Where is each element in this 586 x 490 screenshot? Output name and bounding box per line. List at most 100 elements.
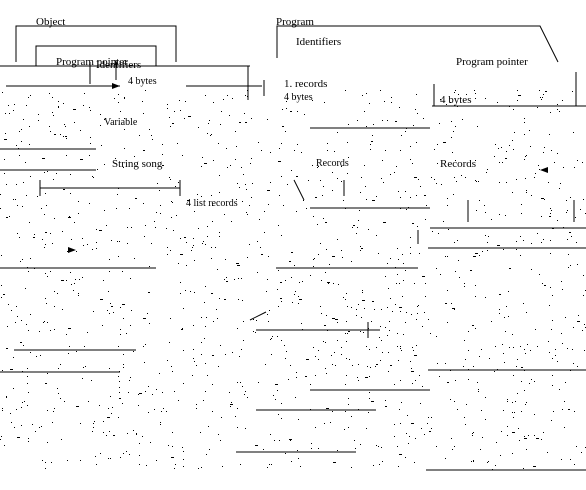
noise-speck	[93, 311, 94, 312]
noise-speck	[240, 122, 241, 123]
noise-speck	[109, 259, 110, 260]
noise-speck	[52, 112, 53, 113]
noise-speck	[455, 380, 456, 381]
noise-speck	[118, 376, 119, 377]
noise-speck	[124, 98, 125, 99]
noise-speck	[18, 148, 19, 149]
noise-speck	[211, 258, 212, 259]
noise-speck	[405, 457, 406, 458]
noise-speck	[218, 143, 219, 144]
noise-speck	[148, 292, 150, 293]
noise-speck	[391, 97, 392, 98]
noise-speck	[26, 195, 27, 196]
noise-speck	[372, 135, 373, 136]
noise-speck	[348, 157, 349, 158]
noise-speck	[583, 199, 584, 200]
noise-speck	[420, 186, 421, 187]
noise-speck	[286, 101, 287, 102]
noise-speck	[451, 137, 452, 138]
noise-speck	[21, 425, 22, 426]
noise-speck	[308, 180, 309, 181]
noise-speck	[327, 150, 328, 151]
noise-speck	[345, 411, 346, 412]
noise-speck	[410, 237, 411, 238]
noise-speck	[160, 424, 161, 425]
noise-speck	[370, 367, 371, 368]
noise-speck	[495, 144, 496, 145]
noise-speck	[343, 297, 344, 298]
noise-speck	[266, 291, 267, 292]
noise-speck	[318, 448, 319, 449]
noise-speck	[183, 308, 184, 309]
noise-speck	[11, 310, 12, 311]
noise-speck	[376, 196, 377, 197]
noise-speck	[395, 304, 396, 305]
noise-speck	[285, 131, 286, 132]
noise-speck	[332, 318, 335, 319]
noise-speck	[180, 282, 181, 283]
arrow-heads	[68, 83, 548, 253]
noise-speck	[143, 203, 144, 204]
noise-speck	[45, 193, 46, 194]
noise-speck	[180, 254, 183, 255]
noise-speck	[68, 217, 71, 218]
noise-speck	[45, 232, 47, 233]
noise-speck	[298, 303, 299, 304]
noise-speck	[303, 200, 304, 201]
noise-speck	[201, 166, 202, 167]
noise-speck	[219, 236, 220, 237]
noise-speck	[361, 317, 362, 318]
noise-speck	[172, 371, 173, 372]
noise-speck	[138, 394, 139, 395]
noise-speck	[338, 284, 339, 285]
noise-speck	[294, 294, 295, 295]
noise-speck	[269, 464, 270, 465]
noise-speck	[120, 307, 121, 308]
noise-speck	[533, 466, 536, 467]
noise-speck	[58, 106, 59, 107]
noise-speck	[223, 99, 224, 100]
noise-speck	[325, 272, 326, 273]
noise-speck	[302, 329, 303, 330]
noise-speck	[313, 259, 314, 260]
noise-speck	[551, 329, 552, 330]
noise-speck	[381, 340, 382, 341]
noise-speck	[390, 258, 391, 259]
noise-speck	[482, 437, 483, 438]
noise-speck	[357, 377, 358, 378]
noise-speck	[507, 435, 508, 436]
identifiers-label-right: Identifiers	[296, 36, 342, 48]
noise-speck	[252, 183, 253, 184]
noise-speck	[255, 445, 258, 446]
noise-speck	[170, 250, 171, 251]
noise-speck	[122, 403, 123, 404]
noise-speck	[412, 347, 413, 348]
noise-speck	[109, 313, 110, 314]
noise-speck	[388, 371, 389, 372]
noise-speck	[63, 103, 64, 104]
noise-speck	[261, 150, 262, 151]
noise-speck	[270, 152, 271, 153]
noise-speck	[468, 350, 469, 351]
noise-speck	[499, 309, 500, 310]
noise-speck	[143, 318, 146, 319]
noise-speck	[521, 411, 522, 412]
noise-speck	[271, 338, 272, 339]
noise-speck	[82, 378, 83, 379]
noise-speck	[573, 363, 574, 364]
noise-speck	[108, 291, 109, 292]
noise-speck	[531, 243, 532, 244]
noise-speck	[117, 194, 118, 195]
noise-speck	[434, 149, 435, 150]
noise-speck	[52, 243, 53, 244]
noise-speck	[526, 192, 527, 193]
noise-speck	[526, 155, 527, 156]
noise-speck	[515, 401, 516, 402]
noise-speck	[50, 330, 51, 331]
noise-speck	[562, 289, 563, 290]
noise-speck	[241, 349, 242, 350]
noise-speck	[410, 247, 411, 248]
noise-speck	[118, 102, 119, 103]
noise-speck	[290, 440, 291, 441]
noise-speck	[247, 96, 248, 97]
